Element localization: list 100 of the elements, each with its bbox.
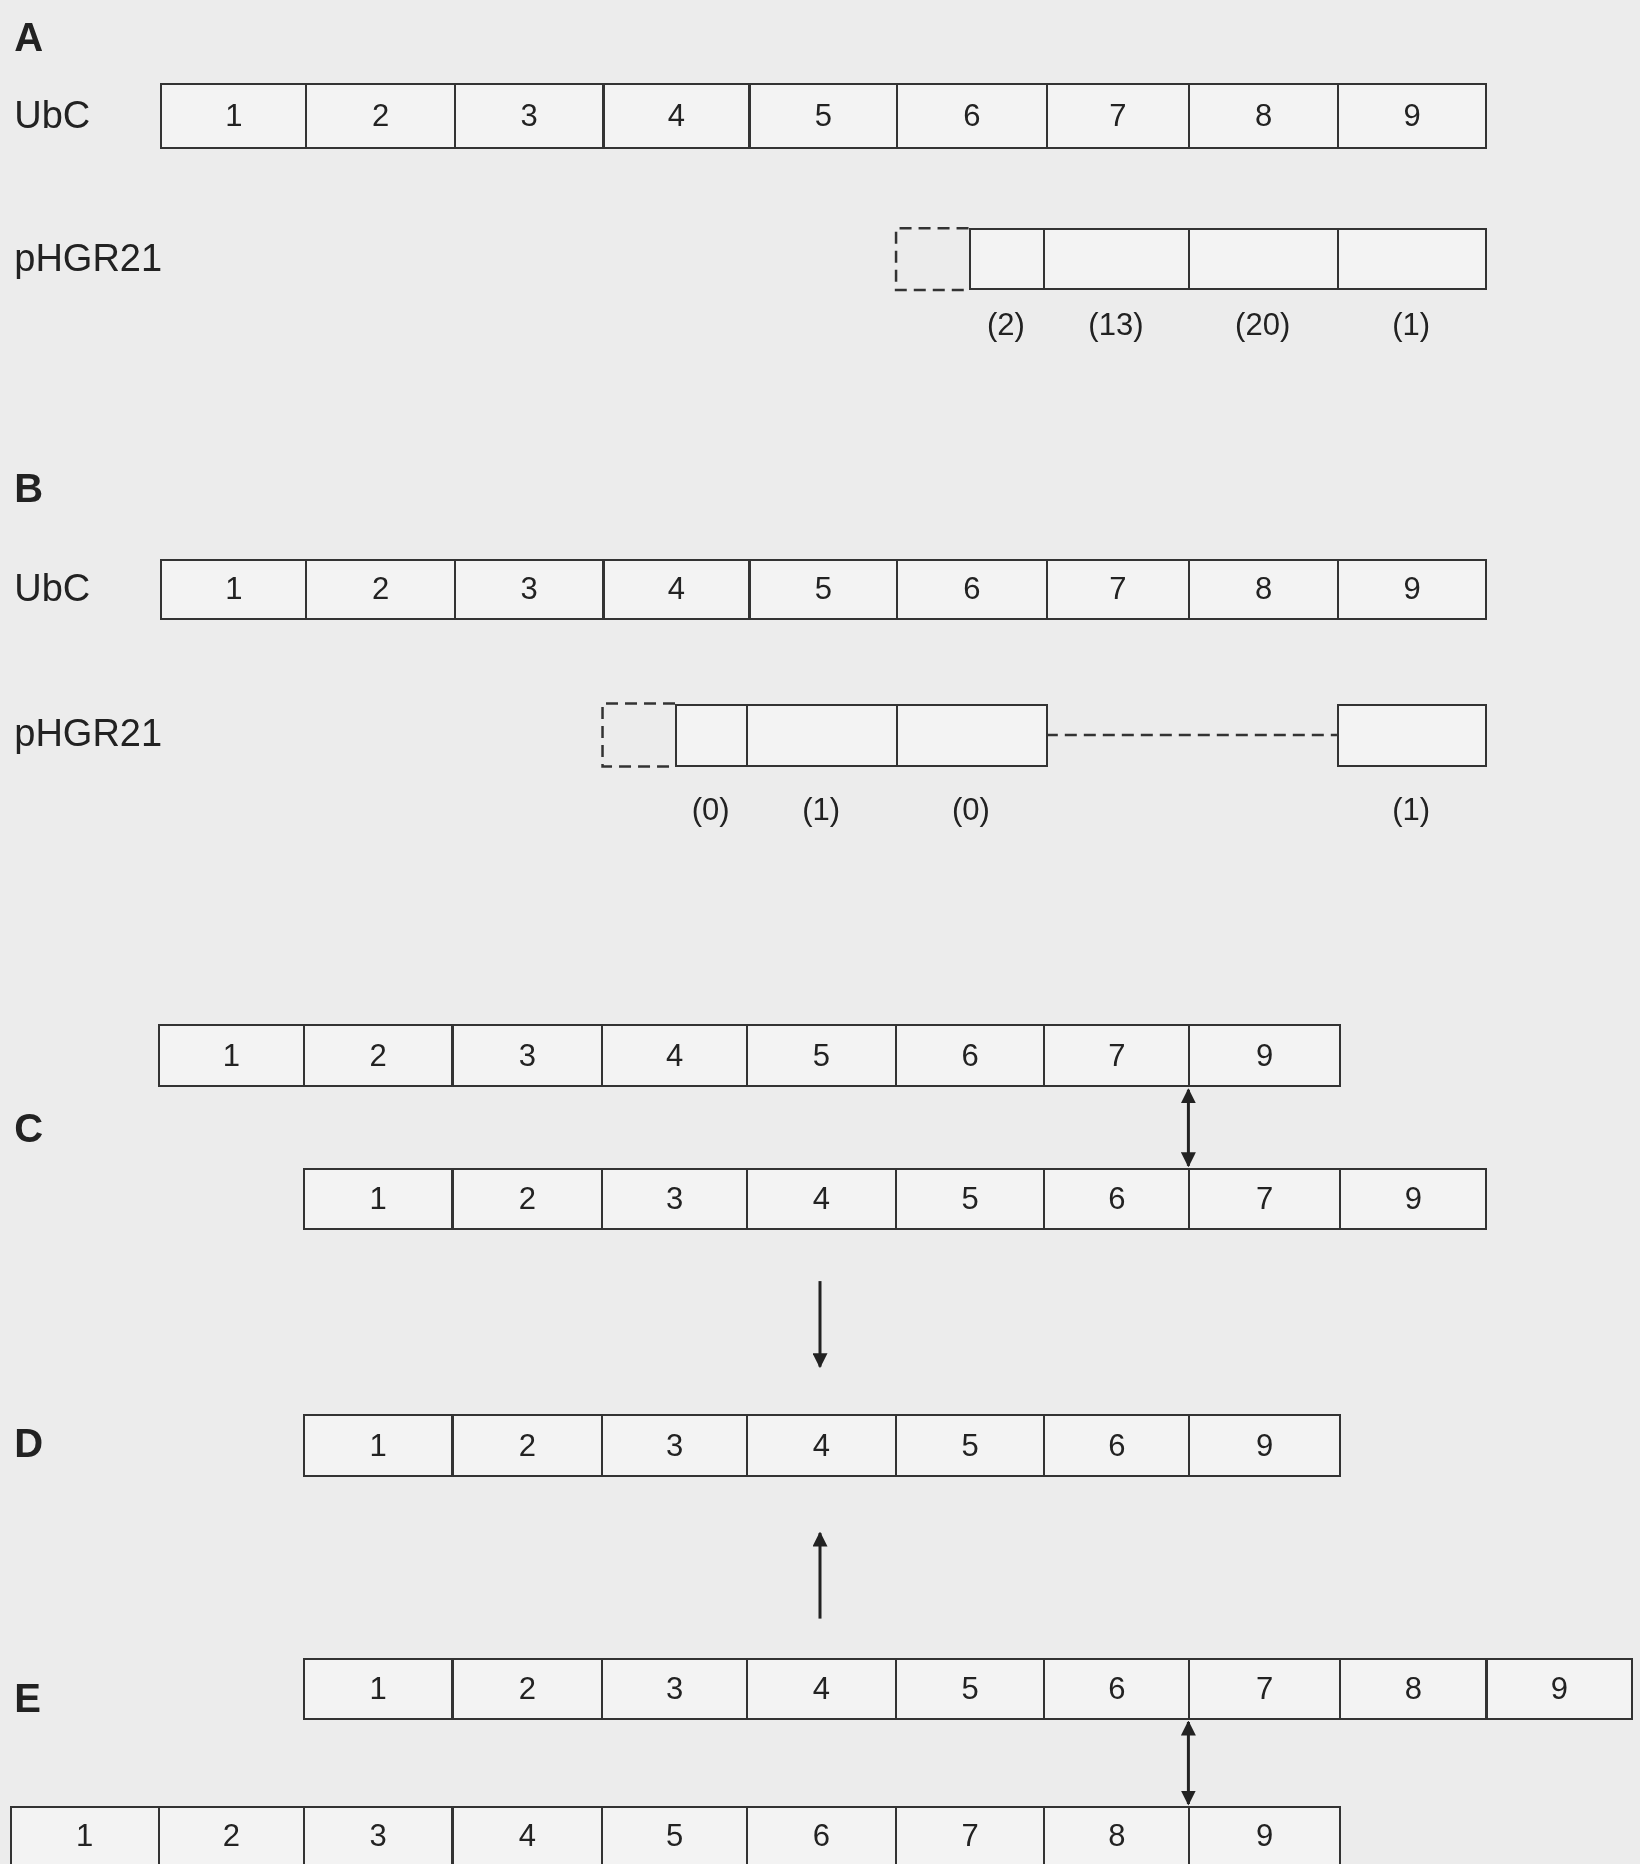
unit-number: 3 — [518, 1037, 536, 1074]
row-label: pHGR21 — [14, 238, 163, 277]
coding-unit-box — [1336, 83, 1488, 149]
unit-number: 3 — [666, 1427, 684, 1464]
coding-unit-box — [451, 1414, 604, 1478]
coding-unit-box — [160, 558, 308, 621]
coding-unit-box — [451, 1168, 604, 1230]
unit-number: 6 — [812, 1818, 831, 1855]
unit-number: 5 — [814, 97, 832, 134]
unit-number: 6 — [1108, 1670, 1126, 1707]
unit-number: 2 — [518, 1181, 536, 1218]
coding-unit-box — [453, 558, 605, 621]
unit-number: 4 — [518, 1818, 536, 1855]
count-label: (0) — [952, 793, 990, 825]
unit-number: 7 — [1256, 1181, 1274, 1218]
unit-number: 7 — [1109, 571, 1127, 608]
coding-unit-box — [1188, 1168, 1342, 1230]
coding-unit-box — [305, 83, 456, 149]
row-label: pHGR21 — [14, 714, 163, 753]
panel-letter: E — [14, 1678, 41, 1718]
coding-unit-box — [1188, 558, 1339, 621]
coding-unit-box — [451, 1024, 604, 1088]
unit-number: 4 — [812, 1670, 831, 1707]
unit-number: 2 — [518, 1670, 536, 1707]
coding-unit-box — [896, 558, 1048, 621]
coding-unit-box — [1336, 228, 1488, 290]
coding-unit-box — [1043, 228, 1191, 290]
unit-number: 8 — [1108, 1818, 1126, 1855]
coding-unit-box — [453, 83, 605, 149]
unit-number: 7 — [1256, 1670, 1274, 1707]
unit-number: 9 — [1256, 1427, 1274, 1464]
coding-unit-box — [1188, 1657, 1342, 1720]
coding-unit-box — [1339, 1168, 1488, 1230]
count-label: (2) — [987, 309, 1025, 340]
coding-unit-box — [746, 1806, 897, 1864]
coding-unit-box — [9, 1806, 160, 1864]
unit-number: 9 — [1256, 1037, 1274, 1074]
coding-unit-box — [1336, 558, 1488, 621]
unit-number: 1 — [76, 1818, 94, 1855]
coding-unit-box — [1043, 1657, 1191, 1720]
unit-number: 9 — [1550, 1670, 1569, 1707]
coding-unit-box — [1043, 1168, 1191, 1230]
coding-unit-box — [602, 558, 751, 621]
unit-number: 3 — [520, 571, 538, 608]
unit-number: 4 — [812, 1181, 831, 1218]
count-label: (20) — [1235, 309, 1291, 340]
coding-unit-box — [968, 228, 1046, 290]
coding-unit-box — [303, 1414, 454, 1478]
coding-unit-box — [896, 83, 1048, 149]
coding-unit-box — [451, 1657, 604, 1720]
unit-number: 9 — [1256, 1818, 1274, 1855]
unit-number: 5 — [961, 1670, 979, 1707]
row-label: UbC — [14, 96, 91, 135]
unit-number: 5 — [961, 1427, 979, 1464]
unit-number: 6 — [963, 97, 981, 134]
coding-unit-box — [746, 1414, 897, 1478]
unit-number: 3 — [369, 1818, 387, 1855]
unit-number: 9 — [1403, 97, 1421, 134]
coding-unit-box — [1045, 558, 1191, 621]
coding-unit-box — [1485, 1657, 1634, 1720]
unit-number: 2 — [518, 1427, 536, 1464]
unit-number: 3 — [520, 97, 538, 134]
coding-unit-box — [601, 1806, 749, 1864]
unit-number: 1 — [369, 1670, 387, 1707]
coding-unit-box — [158, 1806, 305, 1864]
coding-unit-box — [894, 1414, 1046, 1478]
unit-number: 6 — [963, 571, 981, 608]
count-label: (1) — [1392, 309, 1431, 340]
coding-unit-box — [602, 83, 751, 149]
coding-unit-box — [601, 1657, 749, 1720]
unit-number: 2 — [371, 97, 390, 134]
unit-number: 1 — [225, 571, 243, 608]
coding-unit-box — [158, 1024, 305, 1088]
unit-number: 2 — [369, 1037, 387, 1074]
coding-unit-box — [1043, 1414, 1191, 1478]
coding-unit-box — [894, 1024, 1046, 1088]
unit-number: 1 — [222, 1037, 241, 1074]
unit-number: 6 — [1108, 1181, 1126, 1218]
coding-unit-box — [160, 83, 308, 149]
panel-letter: C — [14, 1107, 44, 1148]
coding-unit-box — [894, 1657, 1046, 1720]
coding-unit-box — [1043, 1024, 1191, 1088]
coding-unit-box — [1043, 1806, 1191, 1864]
double-arrow — [1180, 1720, 1196, 1806]
unit-number: 6 — [961, 1037, 979, 1074]
coding-unit-box — [303, 1168, 454, 1230]
coding-unit-box — [303, 1657, 454, 1720]
unit-number: 4 — [667, 97, 686, 134]
count-label: (1) — [1392, 793, 1431, 825]
unit-number: 2 — [222, 1818, 241, 1855]
coding-unit-box — [746, 1024, 897, 1088]
coding-unit-box — [896, 703, 1048, 767]
coding-unit-box — [601, 1168, 749, 1230]
coding-unit-box — [748, 558, 898, 621]
unit-number: 3 — [666, 1181, 684, 1218]
panel-letter: A — [14, 16, 44, 57]
count-label: (0) — [691, 793, 730, 825]
coding-unit-box — [746, 703, 898, 767]
coding-unit-box — [894, 1806, 1046, 1864]
coding-unit-box — [1188, 1414, 1342, 1478]
